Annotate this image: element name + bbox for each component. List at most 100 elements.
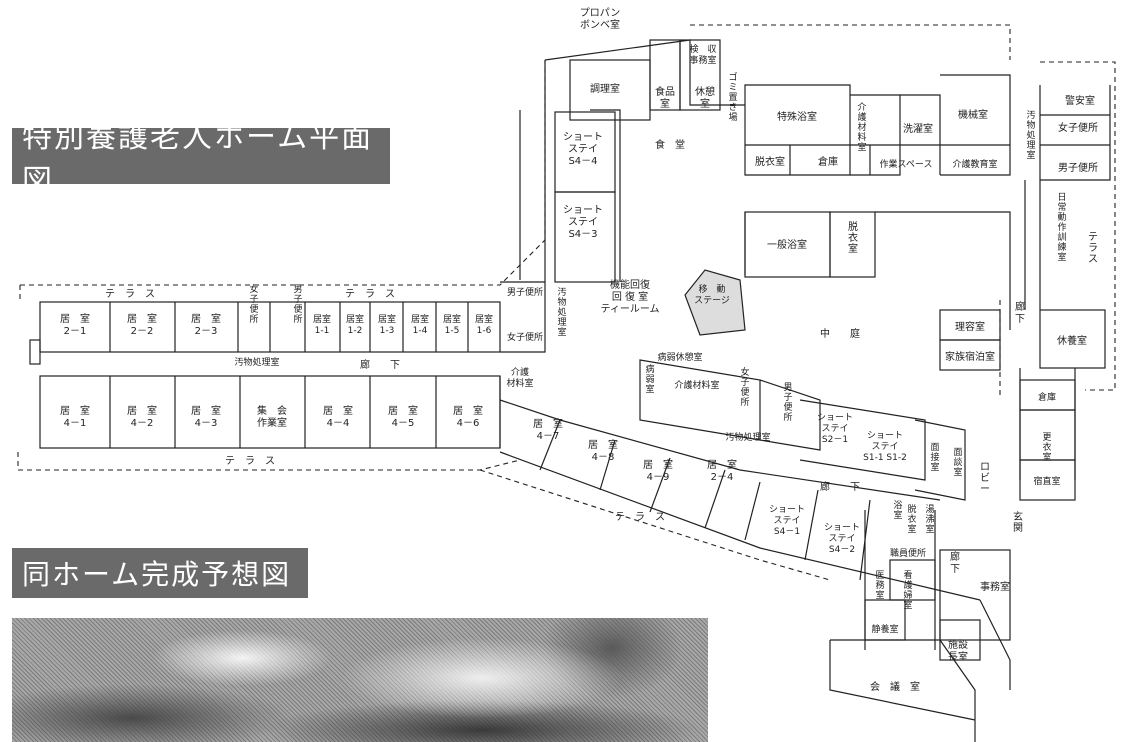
dressing-mid-label: 脱衣室 (848, 220, 858, 255)
changing-room-label: 更衣室 (1042, 432, 1051, 463)
sick-room-label: 病弱室 (645, 363, 654, 395)
dressing-small-label: 脱衣室 (907, 503, 916, 535)
guard-room-label: 警安室 (1065, 94, 1095, 107)
corridor-right-label: 廊下 (1015, 300, 1025, 325)
office-label: 事務室 (980, 580, 1010, 593)
women-wc-mid-label: 女子便所 (740, 366, 749, 408)
care-education-label: 介護教育室 (952, 158, 997, 170)
barber-label: 理容室 (955, 320, 985, 333)
consult-room-label: 面談室 (953, 447, 962, 478)
men-wc-left-label: 男子便所 (293, 284, 302, 325)
sickroom-rest-label: 病弱休憩室 (657, 351, 702, 363)
rendering-title-banner: 同ホーム完成予想図 (12, 548, 308, 598)
daily-training-label: 日常動作訓練室 (1057, 192, 1066, 263)
laundry-label: 洗濯室 (903, 122, 933, 135)
men-wc-top-label: 男子便所 (1058, 161, 1098, 174)
rendering-title: 同ホーム完成予想図 (22, 558, 292, 591)
dining-label: 食 堂 (655, 138, 685, 151)
cooking-room-label: 調理室 (590, 82, 620, 95)
lobby-label: ロビー (980, 462, 990, 495)
corridor-left-label: 廊 下 (360, 358, 400, 371)
plan-title-banner: 特別養護老人ホーム平面図 (12, 120, 390, 199)
entrance-label: 玄関 (1013, 510, 1023, 534)
work-space-label: 作業スペース (880, 158, 933, 170)
meeting-room-label: 会 議 室 (870, 680, 920, 693)
propane-label: プロパンボンベ室 (580, 7, 621, 31)
soiled-mid-label: 汚物処理室 (725, 431, 770, 443)
nurse-room-label: 看護婦室 (903, 569, 912, 611)
terrace-right-label: テラス (1088, 232, 1098, 265)
women-wc-center-label: 女子便所 (507, 331, 543, 343)
assembly-room-label: 集 会作業室 (257, 404, 287, 429)
care-material-left-label: 介護材料室 (506, 366, 533, 389)
special-bath-label: 特殊浴室 (777, 110, 817, 123)
hot-water-label: 湯沸室 (925, 504, 934, 535)
visiting-room-label: 面接室 (930, 442, 939, 473)
terrace-bottom-mid-label: テ ラ ス (615, 511, 665, 523)
terrace-top-left-label: テ ラ ス (105, 288, 155, 300)
terrace-top-mid-label: テ ラ ス (345, 288, 395, 300)
women-wc-left-label: 女子便所 (249, 283, 258, 325)
soiled-left-label: 汚物処理室 (234, 356, 279, 368)
moving-stage-label: 移 動ステージ (694, 283, 730, 306)
soiled-center-label: 汚物処理室 (557, 286, 566, 338)
dressing-top-label: 脱衣室 (755, 155, 785, 168)
building-rendering-image (12, 618, 708, 742)
garbage-label: ゴミ置き場 (728, 71, 737, 123)
plan-title: 特別養護老人ホーム平面図 (22, 120, 374, 199)
courtyard-label: 中 庭 (820, 327, 860, 340)
bath-small-label: 浴室 (893, 500, 902, 521)
recreation-room-label: 休養室 (1057, 334, 1087, 347)
inspection-office-label: 検 収事務室 (689, 43, 716, 66)
women-wc-top-label: 女子便所 (1058, 121, 1098, 134)
family-stay-label: 家族宿泊室 (945, 350, 995, 363)
rest-room-label: 休憩室 (695, 85, 715, 110)
men-wc-mid-label: 男子便所 (783, 382, 792, 423)
terrace-outlines (17, 24, 1116, 581)
food-room-label: 食品室 (655, 85, 675, 110)
staff-wc-label: 職員便所 (890, 547, 926, 559)
soiled-top-label: 汚物処理室 (1026, 109, 1035, 161)
corridor-mid-label: 廊 下 (820, 480, 860, 493)
care-material-top-label: 介護材料室 (857, 102, 866, 153)
storage-right-label: 倉庫 (1038, 391, 1056, 403)
plan-walls (29, 39, 1111, 742)
medical-room-label: 医務室 (875, 570, 884, 601)
duty-room-label: 宿直室 (1033, 475, 1060, 487)
corridor-low-label: 廊下 (950, 550, 960, 575)
general-bath-label: 一般浴室 (767, 238, 807, 251)
storage-top-label: 倉庫 (818, 155, 838, 168)
care-material-mid-label: 介護材料室 (674, 379, 719, 391)
terrace-bottom-left-label: テ ラ ス (225, 455, 275, 467)
room-labels: プロパンボンベ室 検 収事務室 ゴミ置き場 調理室 食品室 休憩室 特殊浴室 介… (60, 7, 1098, 693)
director-room-label: 施設長室 (948, 638, 968, 663)
quiet-room-label: 静養室 (871, 623, 898, 635)
function-recovery-label: 機能回復回 復 室ティールーム (600, 278, 659, 315)
men-wc-center-label: 男子便所 (507, 286, 543, 298)
